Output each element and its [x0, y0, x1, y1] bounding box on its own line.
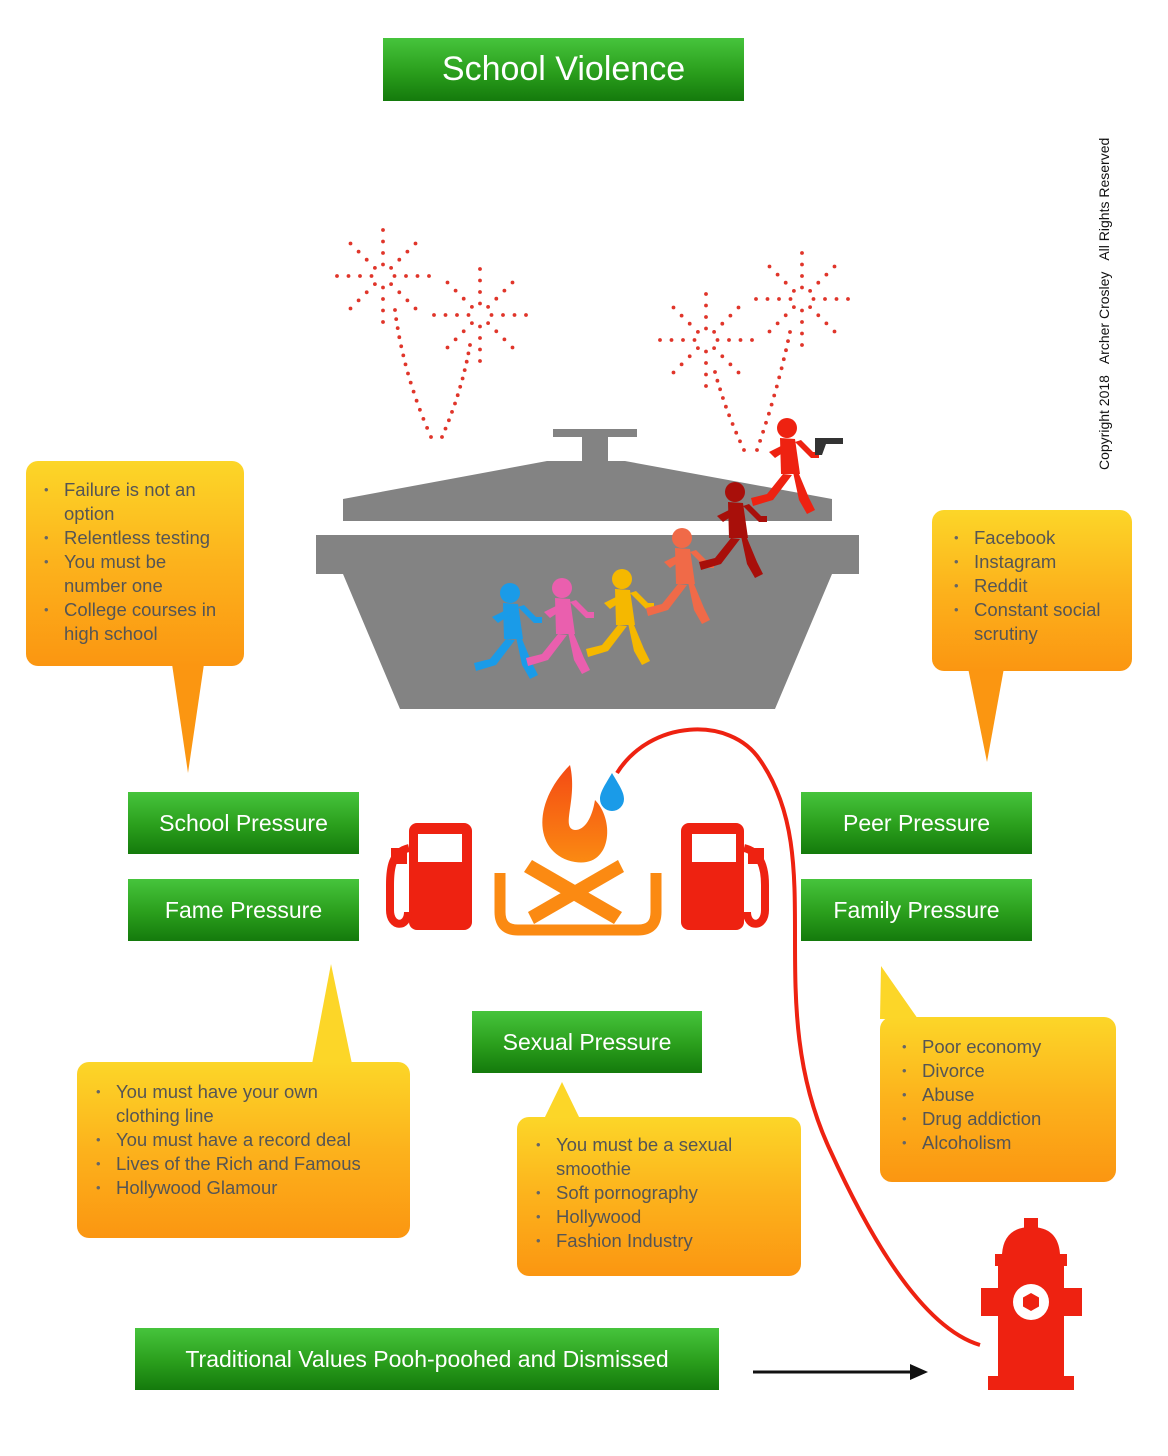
list-item: Divorce	[898, 1059, 1106, 1083]
list-item: College courses in high school	[40, 598, 232, 646]
list-item: Instagram	[950, 550, 1122, 574]
list-item: Hollywood	[532, 1205, 791, 1229]
arrow-icon	[753, 1364, 928, 1380]
family-pressure-callout: Poor economy Divorce Abuse Drug addictio…	[880, 1017, 1116, 1182]
page-title: School Violence	[383, 38, 744, 101]
list-item: Reddit	[950, 574, 1122, 598]
sexual-pressure-callout: You must be a sexual smoothie Soft porno…	[517, 1117, 801, 1276]
list-item: Facebook	[950, 526, 1122, 550]
family-pressure-label: Family Pressure	[801, 879, 1032, 941]
list-item: Abuse	[898, 1083, 1106, 1107]
fire-hydrant-icon	[981, 1218, 1082, 1390]
peer-pressure-callout: Facebook Instagram Reddit Constant socia…	[932, 510, 1132, 671]
list-item: Alcoholism	[898, 1131, 1106, 1155]
traditional-values-label: Traditional Values Pooh-poohed and Dismi…	[135, 1328, 719, 1390]
gas-pump-icon	[386, 823, 472, 930]
hose-icon	[615, 727, 981, 1347]
list-item: Hollywood Glamour	[92, 1176, 398, 1200]
water-drop-icon	[600, 773, 624, 811]
callout-pointer	[312, 964, 352, 1064]
peer-pressure-label: Peer Pressure	[801, 792, 1032, 854]
flame-icon	[494, 765, 662, 936]
list-item: Poor economy	[898, 1035, 1106, 1059]
list-item: Relentless testing	[40, 526, 232, 550]
callout-pointer	[968, 668, 1004, 762]
school-pressure-label: School Pressure	[128, 792, 359, 854]
copyright-text: Copyright 2018 Archer Crosley All Rights…	[1096, 137, 1112, 470]
list-item: You must have your own clothing line	[92, 1080, 366, 1128]
list-item: Failure is not an option	[40, 478, 232, 526]
list-item: Soft pornography	[532, 1181, 791, 1205]
list-item: Constant social scrutiny	[950, 598, 1122, 646]
school-pressure-callout: Failure is not an option Relentless test…	[26, 461, 244, 666]
gas-pump-icon	[681, 823, 769, 930]
list-item: Fashion Industry	[532, 1229, 791, 1253]
callout-pointer	[172, 664, 204, 773]
list-item: You must have a record deal	[92, 1128, 398, 1152]
callout-pointer	[544, 1082, 580, 1119]
fireworks-icon	[658, 251, 850, 452]
pot-icon	[316, 429, 859, 709]
fireworks-icon	[335, 228, 528, 439]
sexual-pressure-label: Sexual Pressure	[472, 1011, 702, 1073]
callout-pointer	[880, 966, 918, 1019]
list-item: Lives of the Rich and Famous	[92, 1152, 398, 1176]
list-item: You must be a sexual smoothie	[532, 1133, 771, 1181]
fame-pressure-label: Fame Pressure	[128, 879, 359, 941]
list-item: You must be number one	[40, 550, 232, 598]
list-item: Drug addiction	[898, 1107, 1106, 1131]
fame-pressure-callout: You must have your own clothing line You…	[77, 1062, 410, 1238]
gun-icon	[815, 438, 843, 455]
